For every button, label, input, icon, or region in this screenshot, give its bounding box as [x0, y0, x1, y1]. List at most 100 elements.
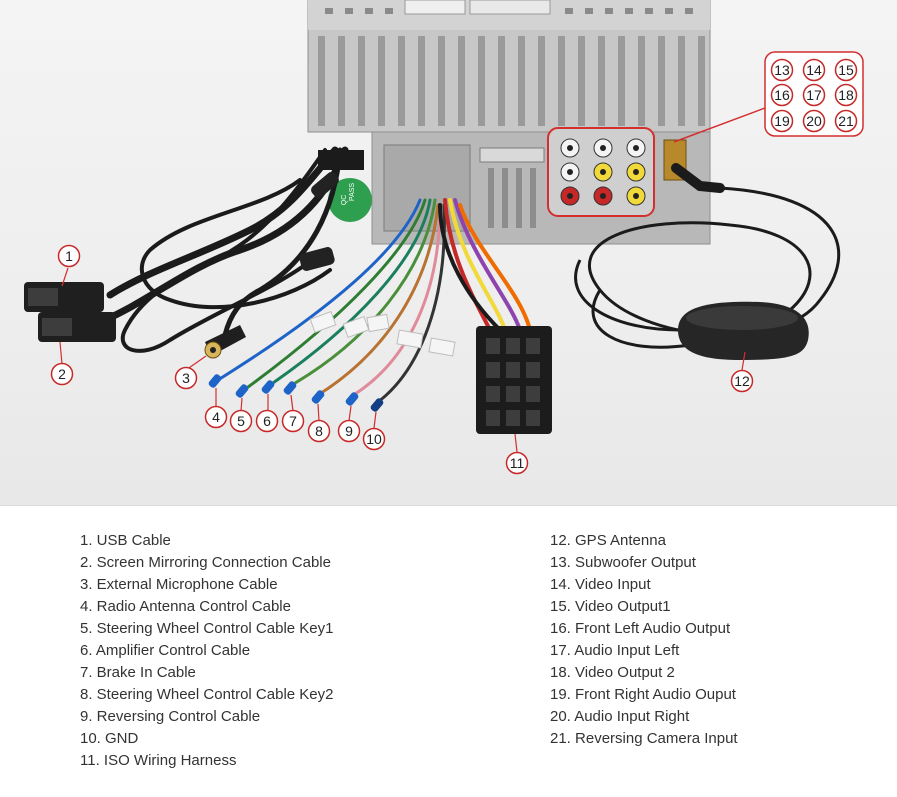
iso-harness-wires	[438, 198, 532, 332]
legend-item: 16. Front Left Audio Output	[550, 620, 731, 637]
legend-item: 4. Radio Antenna Control Cable	[80, 598, 291, 615]
legend-item: 6. Amplifier Control Cable	[80, 642, 251, 659]
callout-circle	[204, 405, 228, 429]
legend-item: 11. ISO Wiring Harness	[80, 752, 237, 769]
callout-number: 12	[734, 373, 750, 389]
callout-number: 6	[263, 413, 271, 429]
callout-circle	[307, 419, 331, 443]
callout-circle	[50, 362, 74, 386]
callout-number: 3	[182, 370, 190, 386]
callout-number: 14	[806, 62, 822, 78]
callout-number: 17	[806, 87, 822, 103]
callout-9: 9	[337, 419, 361, 443]
callout-13: 13	[770, 58, 794, 82]
callout-12: 12	[730, 369, 754, 393]
svg-text:QC: QC	[341, 195, 348, 206]
callout-circle	[770, 58, 794, 82]
callout-number: 8	[315, 423, 323, 439]
callout-number: 1	[65, 248, 73, 264]
svg-text:PASS: PASS	[349, 183, 356, 201]
callout-4: 4	[204, 405, 228, 429]
legend-item: 9. Reversing Control Cable	[80, 708, 261, 725]
gps-connector	[663, 107, 766, 193]
callout-21: 21	[834, 109, 858, 133]
callout-7: 7	[281, 409, 305, 433]
cable-bundle-left	[101, 146, 349, 353]
callout-number: 10	[366, 431, 382, 447]
callout-8: 8	[307, 419, 331, 443]
product-photo: QC PASS	[0, 0, 897, 505]
callout-10: 10	[362, 427, 386, 451]
callout-2: 2	[50, 362, 74, 386]
legend-item: 19. Front Right Audio Ouput	[550, 686, 736, 703]
callout-circle	[337, 419, 361, 443]
legend-item: 10. GND	[80, 730, 139, 747]
callout-number: 11	[510, 455, 525, 471]
callout-circle	[770, 83, 794, 107]
legend-item: 13. Subwoofer Output	[550, 554, 696, 571]
callout-leaders	[59, 267, 746, 453]
gps-antenna-cable	[574, 186, 841, 349]
callout-circle	[255, 409, 279, 433]
callout-number: 9	[345, 423, 353, 439]
callout-number: 13	[774, 62, 790, 78]
callout-number: 2	[58, 366, 66, 382]
callout-circle	[174, 366, 198, 390]
callout-circle	[834, 58, 858, 82]
callout-circle	[834, 83, 858, 107]
callout-number: 20	[806, 113, 822, 129]
ferrite-cores	[299, 150, 364, 271]
callout-1: 1	[57, 244, 81, 268]
callout-circle	[802, 83, 826, 107]
callout-circle	[281, 409, 305, 433]
callout-6: 6	[255, 409, 279, 433]
callout-11: 11	[505, 451, 529, 475]
callout-circle	[362, 427, 386, 451]
iso-harness-connector	[476, 326, 552, 434]
rca-connector-panel	[547, 127, 655, 217]
callout-number: 15	[838, 62, 854, 78]
callout-20: 20	[802, 109, 826, 133]
callout-number: 16	[774, 87, 790, 103]
callout-circle	[834, 109, 858, 133]
legend-item: 12. GPS Antenna	[550, 532, 666, 549]
legend-column-right: 12. GPS Antenna 13. Subwoofer Output 14. V…	[550, 530, 738, 750]
usb-connectors	[24, 282, 116, 342]
callout-number: 4	[212, 409, 220, 425]
callout-number: 7	[289, 413, 297, 429]
wire-tips	[208, 374, 384, 412]
legend-item: 14. Video Input	[550, 576, 651, 593]
qc-pass-sticker: QC PASS	[328, 178, 372, 222]
divider	[0, 505, 897, 506]
callout-circle	[802, 109, 826, 133]
callout-number: 5	[237, 413, 245, 429]
legend-item: 21. Reversing Camera Input	[550, 730, 738, 747]
callout-circle	[229, 409, 253, 433]
callout-15: 15	[834, 58, 858, 82]
callout-circle	[730, 369, 754, 393]
callout-14: 14	[802, 58, 826, 82]
microphone-jack	[204, 325, 246, 359]
legend-item: 17. Audio Input Left	[550, 642, 680, 659]
legend-item: 20. Audio Input Right	[550, 708, 690, 725]
callout-number: 18	[838, 87, 854, 103]
legend-item: 5. Steering Wheel Control Cable Key1	[80, 620, 334, 637]
gps-antenna-module	[678, 301, 809, 360]
callout-circle	[802, 58, 826, 82]
callout-circle	[505, 451, 529, 475]
callout-circle	[770, 109, 794, 133]
legend-column-left: 1. USB Cable 2. Screen Mirroring Connecti…	[80, 530, 333, 772]
callout-16: 16	[770, 83, 794, 107]
legend-item: 7. Brake In Cable	[80, 664, 196, 681]
callout-5: 5	[229, 409, 253, 433]
legend-item: 18. Video Output 2	[550, 664, 675, 681]
legend-item: 1. USB Cable	[80, 532, 171, 549]
callout-3: 3	[174, 366, 198, 390]
legend-item: 3. External Microphone Cable	[80, 576, 278, 593]
legend-item: 2. Screen Mirroring Connection Cable	[80, 554, 331, 571]
callout-19: 19	[770, 109, 794, 133]
callout-circle	[57, 244, 81, 268]
wire-label-flags	[309, 311, 456, 357]
callout-number: 19	[774, 113, 790, 129]
